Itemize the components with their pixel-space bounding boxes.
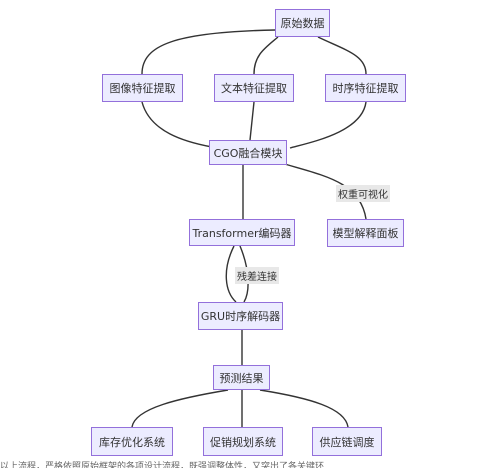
edge-raw-to-text [253,36,279,75]
edge-text-to-cgo [249,101,255,141]
node-cgo-fusion: CGO融合模块 [209,140,287,165]
node-prediction: 预测结果 [213,365,270,390]
node-gru-decoder: GRU时序解码器 [198,302,283,330]
edge-transformer-to-gru-left [225,245,237,303]
node-text-feature: 文本特征提取 [214,74,294,102]
node-explain-panel: 模型解释面板 [327,219,404,247]
node-promotion-system: 促销规划系统 [203,427,283,456]
edge-raw-to-image [141,29,276,75]
node-transformer-encoder: Transformer编码器 [189,219,295,246]
edge-image-to-cgo [141,101,213,148]
edge-cgo-to-explain [277,161,367,220]
node-time-feature: 时序特征提取 [325,74,406,102]
footer-text: 以上流程，严格依照原始框架的各项设计流程，既强调整体性，又突出了各关键环 [0,462,325,468]
node-inventory-system: 库存优化系统 [91,427,173,456]
edge-prediction-to-inventory [131,389,229,428]
node-raw-data: 原始数据 [275,9,330,37]
edge-label-weight-visualization: 权重可视化 [336,185,390,202]
node-image-feature: 图像特征提取 [102,74,183,102]
edge-time-to-cgo [289,101,367,149]
edge-prediction-to-supply [259,389,349,428]
edge-raw-to-time [317,36,367,75]
node-supply-chain: 供应链调度 [312,427,382,456]
edge-label-residual-connection: 残差连接 [235,267,279,284]
